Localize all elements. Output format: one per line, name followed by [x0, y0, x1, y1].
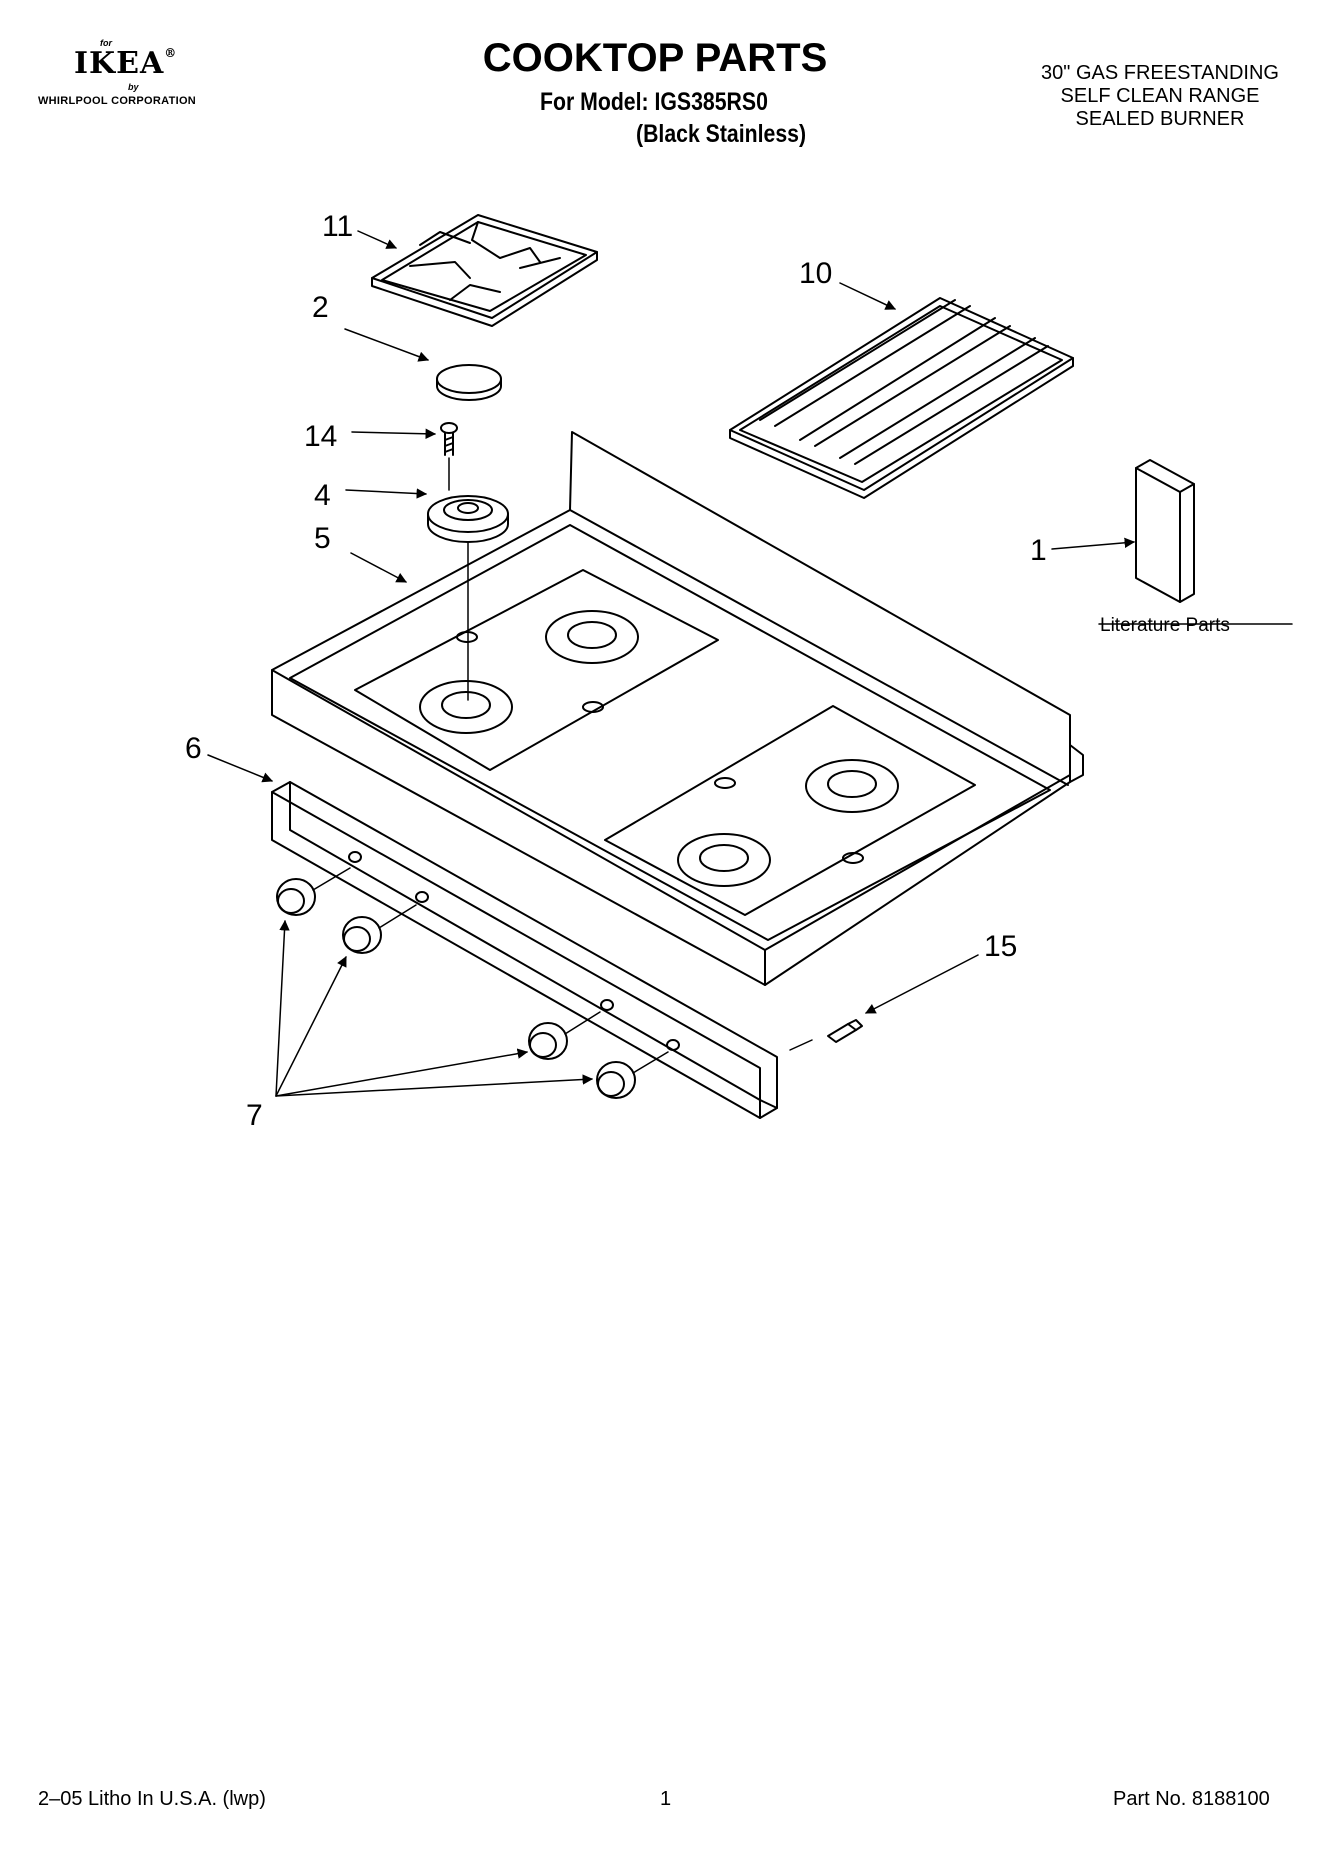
callout-5: 5	[314, 522, 331, 555]
callout-6: 6	[185, 732, 202, 765]
side-screw-part	[789, 1019, 863, 1051]
brand-by-text: by	[128, 82, 139, 92]
screw-part	[440, 422, 458, 456]
literature-part	[1098, 459, 1293, 625]
literature-parts-label: Literature Parts	[1100, 615, 1230, 636]
control-panel-part	[271, 781, 778, 1119]
callout-10: 10	[799, 257, 832, 290]
cooktop-main-part	[271, 431, 1084, 986]
description-line-3: SEALED BURNER	[1075, 108, 1245, 130]
callout-11: 11	[322, 210, 353, 243]
color-line: (Black Stainless)	[636, 120, 807, 148]
griddle-grate-part	[729, 297, 1074, 499]
burner-cap-part	[436, 364, 502, 401]
product-description: 30" GAS FREESTANDING SELF CLEAN RANGE SE…	[1000, 62, 1320, 131]
burner-base-part	[427, 457, 509, 701]
litho-info: 2–05 Litho In U.S.A. (lwp)	[38, 1788, 266, 1810]
callout-14: 14	[304, 420, 337, 453]
part-number: Part No. 8188100	[1113, 1788, 1270, 1810]
brand-corporation: WHIRLPOOL CORPORATION	[38, 95, 197, 107]
brand-name: IKEA	[74, 46, 165, 81]
page-title: COOKTOP PARTS	[482, 36, 828, 80]
callout-2: 2	[312, 291, 329, 324]
registered-mark: ®	[164, 46, 178, 60]
callout-arrows	[207, 230, 1136, 1097]
description-line-2: SELF CLEAN RANGE	[1060, 85, 1260, 107]
callout-15: 15	[984, 930, 1017, 963]
brand-for-text: for	[100, 38, 112, 48]
page-number: 1	[660, 1788, 672, 1810]
callout-7: 7	[246, 1099, 263, 1132]
control-knobs-part	[276, 867, 669, 1099]
callout-4: 4	[314, 479, 331, 512]
burner-grate-part	[371, 214, 598, 327]
callout-1: 1	[1030, 534, 1047, 567]
model-line: For Model: IGS385RS0	[540, 88, 768, 116]
brand-logo: IKEA®	[74, 46, 177, 81]
description-line-1: 30" GAS FREESTANDING	[1041, 62, 1279, 84]
